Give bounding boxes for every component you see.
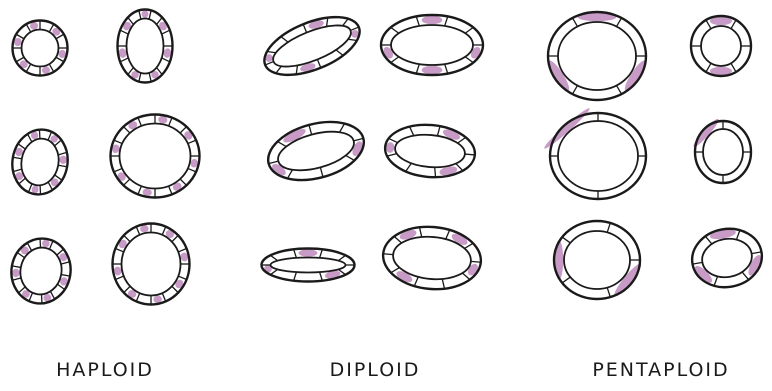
inner-outline [127, 19, 164, 74]
inner-outline [558, 22, 636, 90]
diploid-ring-1 [256, 5, 367, 86]
inner-outline [122, 233, 181, 296]
pentaploid-ring-4 [691, 117, 751, 183]
ring-wall [256, 5, 367, 86]
pentaploid-ring-5 [554, 221, 644, 299]
haploid-ring-1 [12, 20, 67, 75]
nucleus [299, 249, 318, 257]
nucleus [142, 10, 149, 18]
pentaploid-ring-3 [542, 106, 646, 199]
outer-outline [554, 221, 640, 299]
haploid-ring-5 [6, 234, 75, 308]
cell-divider [471, 261, 481, 262]
outer-outline [550, 113, 646, 199]
haploid-ring-4 [111, 115, 200, 198]
diploid-ring-3 [262, 112, 371, 190]
inner-outline [271, 258, 346, 273]
outer-outline [548, 12, 646, 100]
pentaploid-ring-1 [546, 12, 649, 100]
inner-outline [558, 121, 638, 191]
haploid-ring-6 [113, 224, 190, 305]
nucleus [422, 16, 443, 24]
inner-outline [703, 129, 743, 175]
outer-outline [113, 224, 190, 305]
inner-outline [564, 231, 630, 289]
label-pentaploid: PENTAPLOID [550, 355, 772, 385]
inner-outline [22, 30, 59, 67]
diploid-ring-4 [383, 121, 477, 181]
diploid-ring-2 [381, 15, 483, 75]
label-diploid: DIPLOID [260, 355, 490, 385]
diploid-ring-5 [262, 249, 355, 282]
pentaploid-ring-2 [691, 16, 751, 76]
inner-outline [701, 26, 741, 66]
inner-outline [120, 124, 191, 189]
haploid-ring-3 [7, 125, 72, 199]
inner-outline [391, 25, 473, 65]
outer-outline [111, 115, 200, 198]
ring-wall [380, 223, 483, 293]
haploid-ring-2 [118, 9, 173, 82]
pentaploid-ring-6 [687, 223, 768, 293]
diploid-ring-6 [380, 223, 483, 293]
label-haploid: HAPLOID [0, 355, 210, 385]
nucleus [542, 106, 592, 151]
nucleus [422, 66, 443, 74]
